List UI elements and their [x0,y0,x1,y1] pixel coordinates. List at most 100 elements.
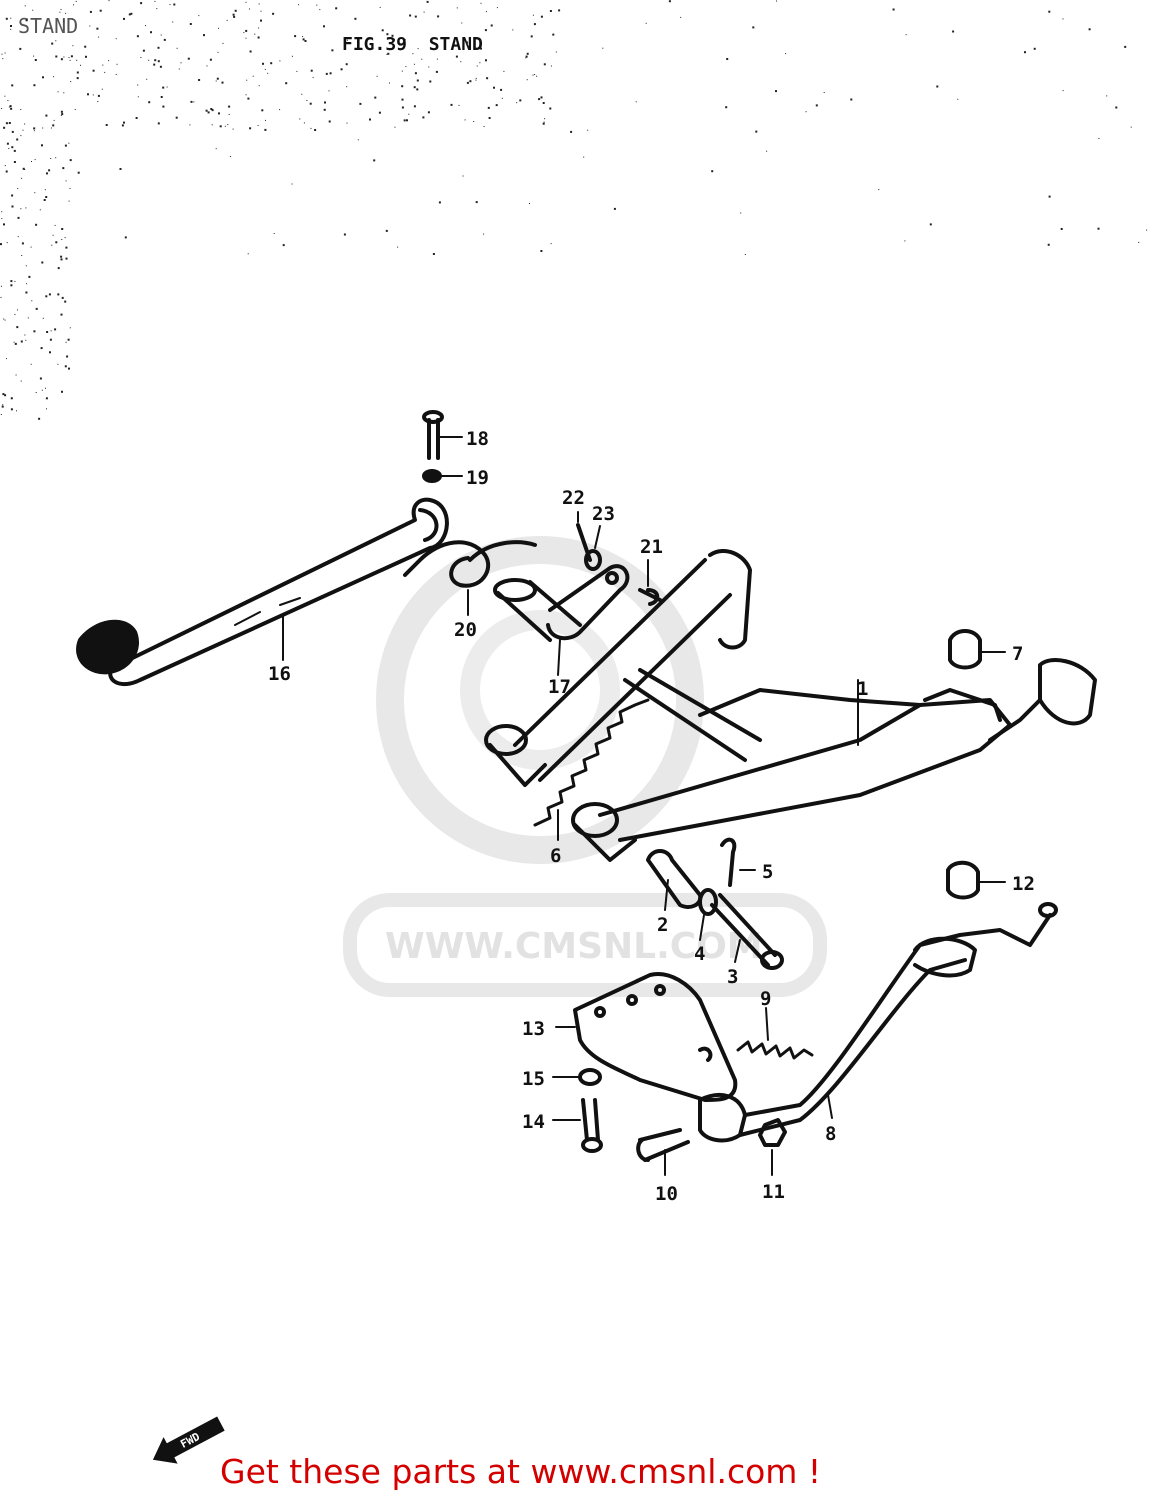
speckle [105,124,108,126]
speckle [306,100,308,101]
speckle [1,53,3,55]
speckle [413,105,416,108]
speckle [33,330,36,333]
speckle [137,84,139,86]
speckle [385,229,388,232]
speckle [130,12,133,15]
speckle [475,201,478,204]
clip-23 [584,549,602,571]
speckle [162,86,165,89]
speckle [15,374,17,376]
speckle [613,207,616,210]
speckle [302,36,304,38]
speckle [33,130,35,132]
speckle [150,31,152,34]
speckle [374,96,377,99]
speckle [346,86,348,88]
speckle [476,65,478,67]
speckle [312,76,314,78]
bolt-10 [636,1128,690,1162]
speckle [435,70,438,73]
speckle [227,124,229,126]
speckle [401,70,403,72]
speckle [386,33,389,36]
speckle [178,68,180,70]
speckle [73,4,74,6]
speckle [61,296,64,299]
speckle [98,36,100,38]
speckle [583,156,585,158]
speckle [536,75,538,77]
speckle [187,57,190,60]
speckle [53,76,55,78]
speckle [50,330,52,332]
speckle [64,144,67,147]
callout-11: 11 [762,1181,785,1203]
speckle [22,129,24,131]
speckle [534,74,536,75]
speckle [4,394,7,397]
speckle [64,300,67,303]
speckle [323,108,326,111]
speckle [401,98,404,101]
speckle [159,65,162,68]
speckle [416,88,419,91]
speckle [460,61,462,63]
speckle [369,118,371,121]
speckle [11,146,14,149]
speckle [257,36,260,39]
speckle [417,48,419,50]
speckle [246,79,248,81]
speckle [413,86,416,89]
speckle [533,23,536,26]
speckle [20,380,22,382]
speckle [17,236,19,238]
speckle [80,64,81,66]
speckle [279,60,281,62]
speckle [435,47,437,49]
callout-labels: 1 2 3 4 5 6 7 8 9 10 11 12 13 14 15 16 1… [268,428,1035,1205]
speckle [490,24,493,27]
figure-title: FIG.39 STAND [342,34,483,55]
speckle [304,40,307,42]
speckle [218,112,220,115]
speckle [121,124,124,127]
speckle [68,142,70,144]
speckle [85,55,87,58]
speckle [1088,28,1091,31]
callout-10: 10 [655,1183,678,1205]
speckle [776,0,777,2]
promo-link[interactable]: Get these parts at www.cmsnl.com ! [220,1452,822,1491]
speckle [57,91,59,93]
speckle [63,92,65,94]
speckle [532,74,534,76]
speckle [11,194,14,197]
speckle [108,60,110,62]
speckle [450,103,453,106]
speckle [0,243,2,246]
speckle [346,122,348,124]
speckle [952,30,955,33]
speckle [0,285,2,287]
speckle [145,25,146,27]
speckle [104,71,106,73]
speckle [49,351,51,354]
speckle [310,69,313,72]
speckle [217,51,219,53]
callout-18: 18 [466,428,489,450]
speckle [302,38,305,41]
speckle [406,119,408,121]
speckle [70,81,72,83]
speckle [46,408,47,410]
bolt-3 [710,893,777,967]
speckle [525,57,527,59]
speckle [422,116,425,119]
speckle [77,171,80,174]
nut-12 [946,860,980,900]
speckle [404,39,406,41]
speckle [39,377,42,380]
speckle [3,126,6,129]
speckle [436,58,438,60]
speckle [31,161,32,162]
callout-14: 14 [522,1111,545,1133]
